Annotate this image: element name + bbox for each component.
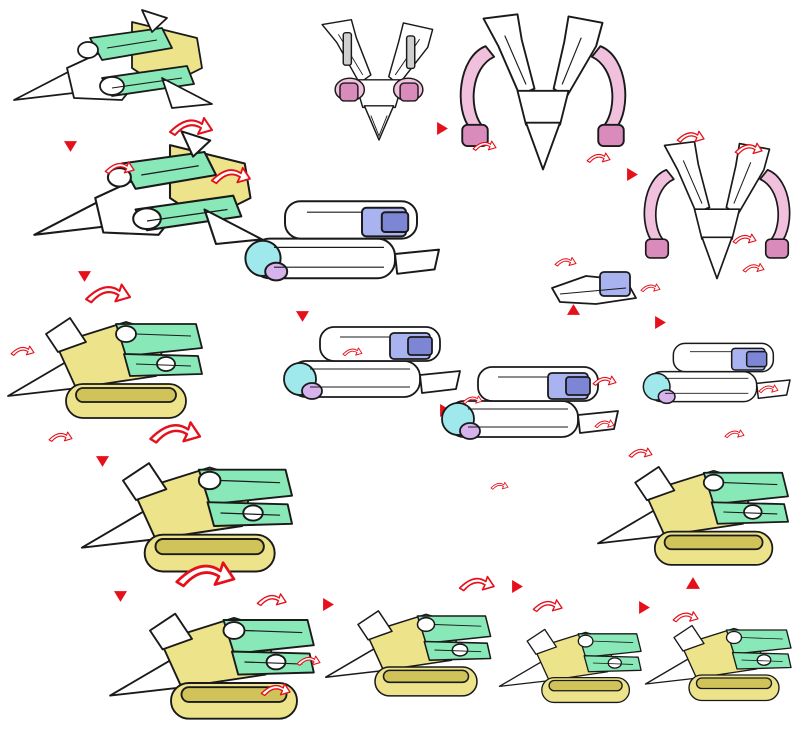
- rotation-arrow: [10, 345, 35, 357]
- rotation-arrow: [48, 431, 73, 443]
- stage-6-tank: [324, 575, 495, 698]
- rotation-arrow: [676, 130, 705, 143]
- step-arrow-right: [627, 168, 638, 181]
- step-arrow-right: [639, 601, 650, 614]
- step-arrow-down: [64, 141, 77, 152]
- rotation-arrow: [256, 593, 287, 607]
- rotation-arrow: [169, 117, 213, 136]
- rotation-arrow: [628, 447, 653, 459]
- stage-15-cannon-mech: [440, 365, 620, 490]
- rotation-arrow: [672, 611, 699, 623]
- rotation-arrow: [724, 429, 745, 439]
- step-arrow-right: [655, 316, 666, 329]
- step-arrow-up: [686, 577, 700, 589]
- stage-10-claw: [321, 18, 434, 141]
- step-arrow-up: [567, 304, 580, 315]
- stage-5-tank: [109, 593, 321, 720]
- step-arrow-down: [114, 591, 127, 602]
- stage-16-cannon-parts: [551, 256, 661, 305]
- stage-3-tank-fold: [7, 283, 203, 444]
- stage-4-tank: [80, 462, 294, 588]
- step-arrow-right: [512, 580, 523, 593]
- step-arrow-right: [437, 122, 448, 135]
- rotation-arrow: [490, 481, 509, 490]
- step-arrow-down: [78, 271, 91, 282]
- rotation-arrow: [458, 575, 495, 592]
- rotation-arrow: [85, 283, 132, 304]
- stage-9-tank-final: [597, 465, 790, 566]
- stage-2-jet-unfold: [33, 117, 264, 246]
- rotation-arrow: [732, 233, 757, 244]
- step-arrow-down: [96, 456, 109, 467]
- stage-13-cannon: [244, 200, 440, 282]
- rotation-arrow: [554, 256, 577, 267]
- stage-17-cannon-combined: [628, 341, 792, 459]
- rotation-arrow: [742, 262, 765, 273]
- stage-14-cannon-split: [282, 325, 462, 401]
- stage-12-claw-walk: [643, 130, 791, 280]
- rotation-arrow: [148, 421, 202, 444]
- stage-11-claw-open: [459, 13, 627, 171]
- rotation-arrow: [586, 152, 611, 163]
- step-arrow-down: [296, 311, 309, 322]
- step-arrow-right: [323, 598, 334, 611]
- stage-1-jet: [13, 9, 213, 109]
- rotation-arrow: [532, 599, 563, 613]
- stage-7-tank: [498, 599, 643, 704]
- rotation-arrow: [640, 283, 661, 293]
- stage-8-tank: [644, 611, 793, 702]
